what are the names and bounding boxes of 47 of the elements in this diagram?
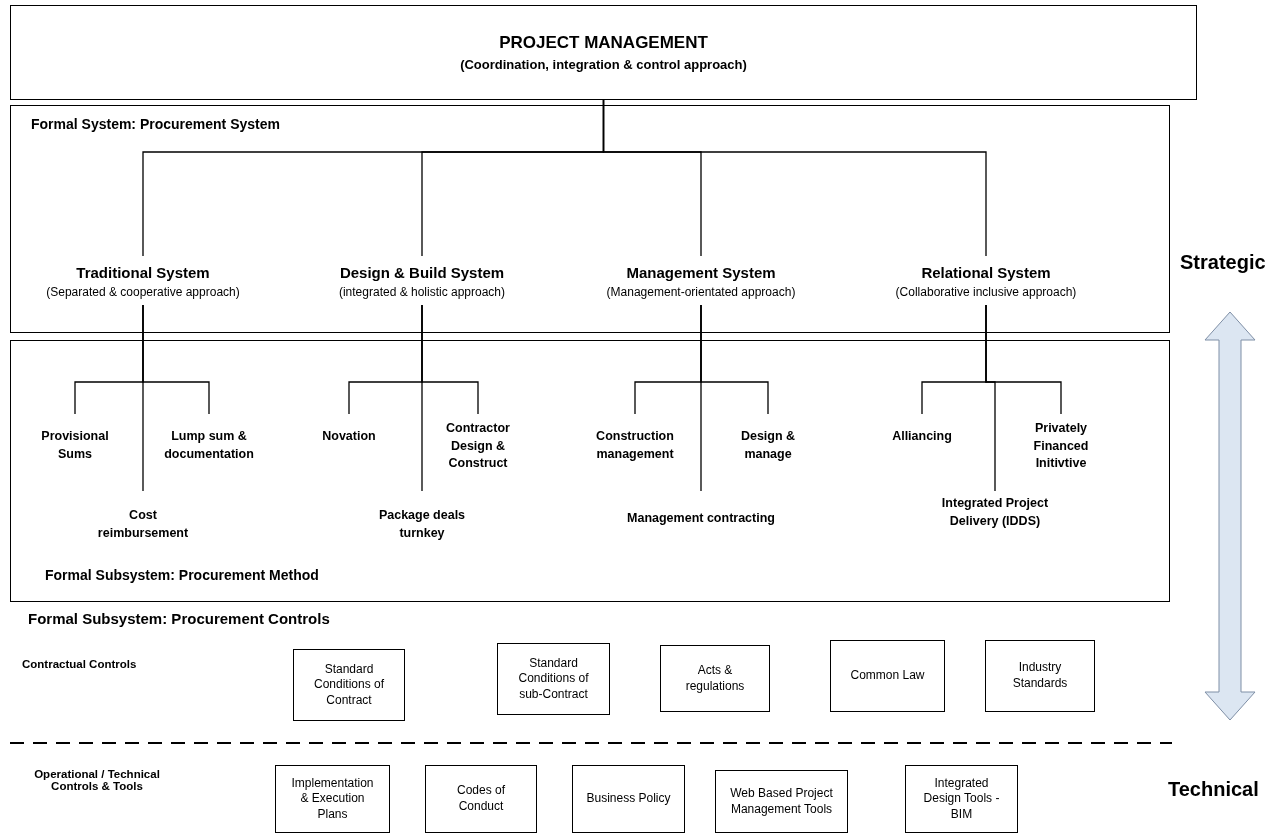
connector-line [142, 304, 144, 492]
control-box: Business Policy [572, 765, 685, 833]
system-heading: Management System [625, 264, 777, 281]
control-box: Web Based Project Management Tools [715, 770, 848, 833]
control-box: Integrated Design Tools - BIM [905, 765, 1018, 833]
system-heading: Traditional System [75, 264, 211, 281]
connector-line [602, 99, 987, 257]
control-box: Common Law [830, 640, 945, 712]
group-heading: Formal Subsystem: Procurement Method [45, 567, 319, 583]
method-label: Cost reimbursement [96, 507, 190, 542]
method-label: Design & manage [739, 428, 797, 463]
connector-line [985, 304, 996, 492]
system-description: (Collaborative inclusive approach) [894, 285, 1078, 299]
group-box [10, 340, 1170, 602]
method-label: Package deals turnkey [377, 507, 467, 542]
side-heading: Strategic [1180, 251, 1267, 274]
system-heading: Relational System [920, 264, 1052, 281]
method-label: Lump sum & documentation [163, 428, 255, 463]
method-label: Integrated Project Delivery (IDDS) [940, 495, 1050, 530]
method-label: Construction management [595, 428, 675, 463]
system-description: (integrated & holistic approach) [337, 285, 507, 299]
control-box: Acts & regulations [660, 645, 770, 712]
control-box: Industry Standards [985, 640, 1095, 712]
connector-line [421, 304, 423, 492]
control-box: Standard Conditions of sub-Contract [497, 643, 610, 715]
row-heading: Contractual Controls [22, 658, 138, 670]
method-label: Provisional Sums [40, 428, 110, 463]
row-heading: Operational / Technical Controls & Tools [33, 768, 161, 792]
box-heading: PROJECT MANAGEMENT [499, 33, 708, 53]
control-box: Implementation & Execution Plans [275, 765, 390, 833]
side-heading: Technical [1168, 778, 1260, 801]
system-heading: Design & Build System [338, 264, 506, 281]
method-label: Alliancing [891, 428, 953, 445]
method-label: Contractor Design & Construct [445, 420, 511, 472]
control-box: Codes of Conduct [425, 765, 537, 833]
group-box [10, 105, 1170, 333]
group-heading: Formal System: Procurement System [31, 116, 280, 132]
box-subheading: (Coordination, integration & control approach) [460, 57, 747, 72]
control-box: Standard Conditions of Contract [293, 649, 405, 721]
method-label: Management contracting [626, 510, 776, 527]
system-description: (Separated & cooperative approach) [45, 285, 241, 299]
method-label: Novation [321, 428, 377, 445]
title-box [10, 5, 1197, 100]
section-heading: Formal Subsystem: Procurement Controls [28, 610, 331, 627]
method-label: Privately Financed Initivtive [1032, 420, 1090, 472]
system-description: (Management-orientated approach) [605, 285, 797, 299]
connector-line [700, 304, 702, 492]
